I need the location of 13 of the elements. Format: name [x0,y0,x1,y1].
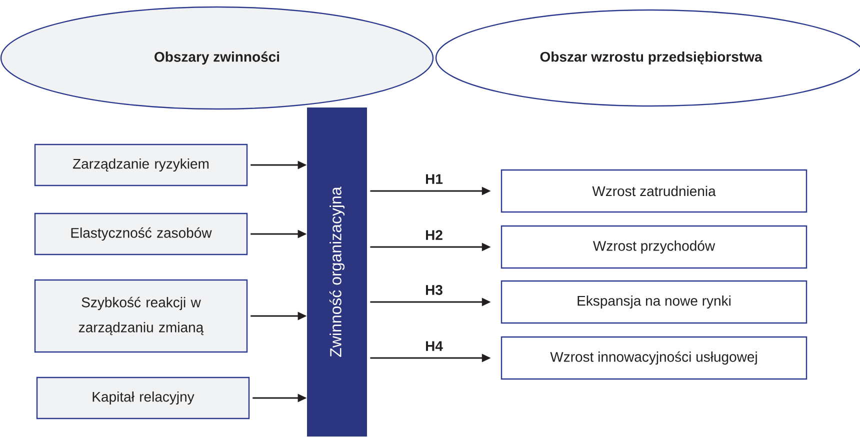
factor-box: Kapitał relacyjny [36,376,250,420]
outcome-box: Ekspansja na nowe rynki [500,280,808,324]
outcome-box: Wzrost zatrudnienia [500,169,808,213]
edge-label: H1 [426,174,443,184]
outcome-box: Wzrost przychodów [500,225,808,269]
factor-box: Szybkość reakcji w zarządzaniu zmianą [34,279,248,353]
edge-label: H2 [426,230,442,240]
edge-label: H3 [426,285,442,295]
edge-label: H4 [426,341,443,351]
outcome-box: Wzrost innowacyjności usługowej [500,336,808,380]
factor-box: Elastyczność zasobów [34,212,248,256]
central-bar: Zwinność organizacyjna [307,108,367,436]
factor-box: Zarządzanie ryzykiem [34,144,248,186]
